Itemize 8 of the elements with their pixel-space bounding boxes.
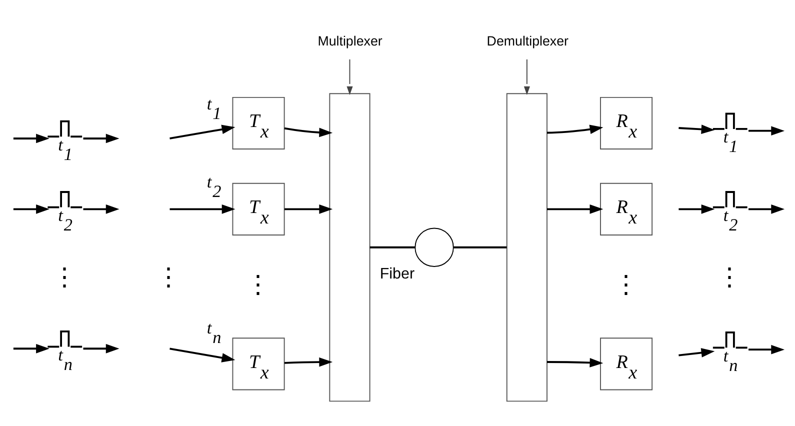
label: ⋮ — [717, 264, 742, 291]
label: ⋮ — [52, 264, 77, 291]
node-label: Fiber — [380, 266, 415, 283]
label: ⋮ — [156, 264, 181, 291]
node-text: Multiplexer — [318, 34, 382, 49]
label: ⋮ — [246, 272, 271, 299]
node-text: Demultiplexer — [486, 34, 568, 49]
label: ⋮ — [613, 272, 638, 299]
